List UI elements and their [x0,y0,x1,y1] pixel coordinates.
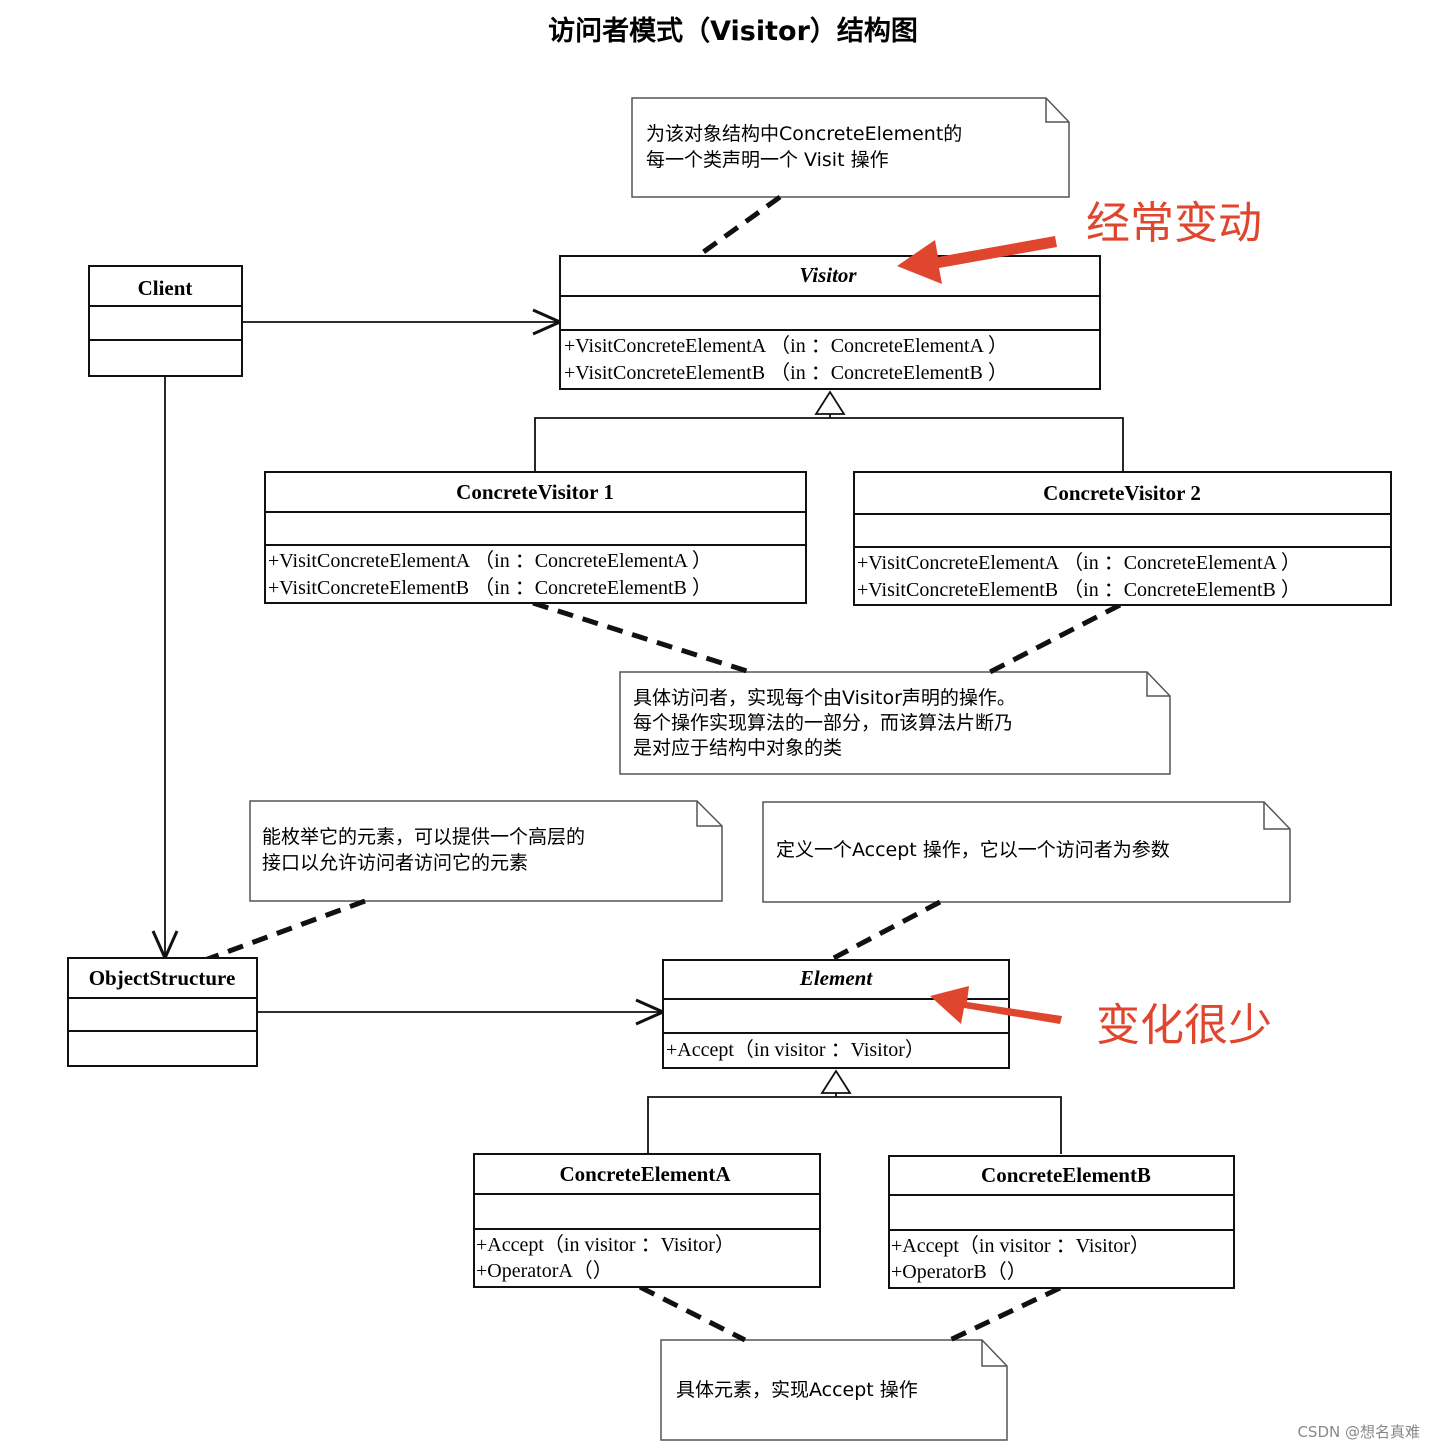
annotation-visitor: 经常变动 [897,198,1262,284]
class-concrete-element-a-op-2: +OperatorA（） [476,1259,613,1282]
annotation-element-text: 变化很少 [1096,1000,1272,1051]
note-concrete-visitor-line-3: 是对应于结构中对象的类 [633,737,842,759]
class-concrete-visitor-1-name: ConcreteVisitor 1 [456,480,614,504]
note-element: 定义一个Accept 操作，它以一个访问者为参数 [762,801,1291,903]
class-concrete-visitor-2-name: ConcreteVisitor 2 [1043,481,1201,505]
note-object-structure: 能枚举它的元素，可以提供一个高层的 接口以允许访问者访问它的元素 [249,800,723,902]
class-concrete-visitor-1-op-2: +VisitConcreteElementB （in ：ConcreteElem… [268,576,712,599]
class-client-name: Client [138,276,193,300]
note-visitor-line-2: 每一个类声明一个 Visit 操作 [646,149,889,171]
class-concrete-element-b-op-2: +OperatorB（） [891,1260,1027,1283]
annotation-visitor-text: 经常变动 [1086,198,1262,249]
class-concrete-visitor-2: ConcreteVisitor 2 +VisitConcreteElementA… [853,471,1392,606]
red-arrow-icon [930,986,1062,1024]
class-concrete-element-b-name: ConcreteElementB [981,1163,1151,1187]
note-visitor-line-1: 为该对象结构中ConcreteElement的 [646,123,962,145]
element-inheritance [647,1069,1062,1154]
note-concrete-visitor: 具体访问者，实现每个由Visitor声明的操作。 每个操作实现算法的一部分，而该… [619,671,1171,775]
class-visitor-op-2: +VisitConcreteElementB （in ：ConcreteElem… [564,361,1008,384]
class-element-name: Element [799,966,873,990]
note-object-structure-line-2: 接口以允许访问者访问它的元素 [262,852,528,874]
diagram-title: 访问者模式（Visitor）结构图 [548,16,918,47]
associations [165,322,663,1012]
visitor-inheritance [534,390,1124,472]
red-arrow-icon [897,236,1057,284]
class-client: Client [88,265,243,377]
note-concrete-element: 具体元素，实现Accept 操作 [660,1339,1008,1441]
class-visitor: Visitor +VisitConcreteElementA （in ：Conc… [559,255,1101,390]
note-links [204,194,1122,1343]
class-visitor-op-1: +VisitConcreteElementA （in ：ConcreteElem… [564,334,1008,357]
class-concrete-element-a-name: ConcreteElementA [559,1162,731,1186]
csdn-watermark: CSDN @想名真难 [1297,1423,1420,1441]
class-concrete-visitor-2-op-2: +VisitConcreteElementB （in ：ConcreteElem… [857,578,1301,601]
class-concrete-element-b: ConcreteElementB +Accept（in visitor ：Vis… [888,1155,1235,1289]
class-concrete-element-b-op-1: +Accept（in visitor ：Visitor） [891,1234,1150,1257]
class-object-structure-name: ObjectStructure [89,966,236,990]
class-element-op-1: +Accept（in visitor ：Visitor） [666,1038,925,1061]
note-concrete-visitor-line-1: 具体访问者，实现每个由Visitor声明的操作。 [633,687,1016,709]
note-object-structure-line-1: 能枚举它的元素，可以提供一个高层的 [262,826,585,848]
class-concrete-visitor-2-op-1: +VisitConcreteElementA （in ：ConcreteElem… [857,551,1301,574]
note-element-line-1: 定义一个Accept 操作，它以一个访问者为参数 [776,839,1170,861]
class-concrete-element-a-op-1: +Accept（in visitor ：Visitor） [476,1233,735,1256]
note-concrete-visitor-line-2: 每个操作实现算法的一部分，而该算法片断乃 [633,712,1013,734]
class-concrete-visitor-1-op-1: +VisitConcreteElementA （in ：ConcreteElem… [268,549,712,572]
note-concrete-element-line-1: 具体元素，实现Accept 操作 [676,1379,918,1401]
class-concrete-visitor-1: ConcreteVisitor 1 +VisitConcreteElementA… [264,471,807,604]
annotation-element: 变化很少 [930,986,1272,1051]
note-visitor: 为该对象结构中ConcreteElement的 每一个类声明一个 Visit 操… [631,97,1070,198]
class-object-structure: ObjectStructure [67,957,258,1067]
class-concrete-element-a: ConcreteElementA +Accept（in visitor ：Vis… [473,1153,821,1288]
class-visitor-name: Visitor [799,263,857,287]
